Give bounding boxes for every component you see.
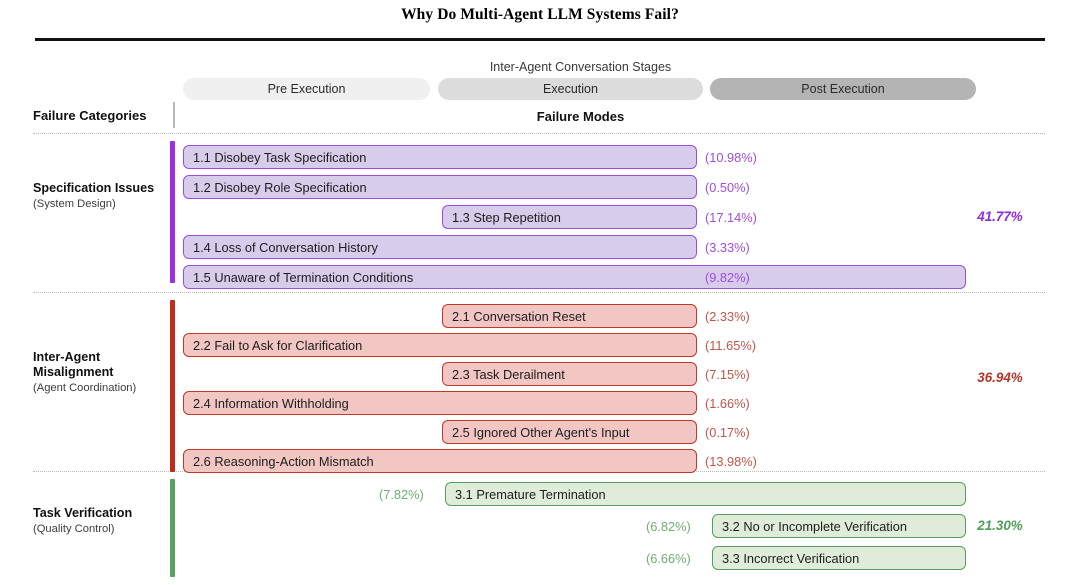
failure-mode-pct-2-6: (13.98%): [705, 453, 757, 469]
category-label-1: Specification Issues (System Design): [33, 181, 167, 212]
failure-mode-pct-1-1: (10.98%): [705, 149, 757, 165]
stage-pill-post-execution: Post Execution: [710, 78, 976, 100]
failure-mode-label-2-1: 2.1 Conversation Reset: [452, 308, 586, 324]
failure-mode-label-2-5: 2.5 Ignored Other Agent's Input: [452, 424, 630, 440]
failure-mode-bar-2-6[interactable]: 2.6 Reasoning-Action Mismatch: [183, 449, 697, 473]
failure-mode-pct-2-4: (1.66%): [705, 395, 750, 411]
failure-mode-label-1-2: 1.2 Disobey Role Specification: [193, 179, 367, 195]
failure-mode-pct-1-5: (9.82%): [705, 269, 750, 285]
failure-mode-pct-1-4: (3.33%): [705, 239, 750, 255]
category-subtitle-1: (System Design): [33, 198, 116, 210]
title-rule: [35, 38, 1045, 41]
failure-mode-pct-1-3: (17.14%): [705, 209, 757, 225]
header-divider: [173, 102, 175, 128]
failure-mode-bar-1-2[interactable]: 1.2 Disobey Role Specification: [183, 175, 697, 199]
category-task-verification: Task Verification (Quality Control) 3.1 …: [0, 471, 1080, 585]
category-name-2: Inter-Agent Misalignment: [33, 350, 114, 379]
failure-mode-bar-2-1[interactable]: 2.1 Conversation Reset: [442, 304, 697, 328]
failure-mode-label-2-4: 2.4 Information Withholding: [193, 395, 349, 411]
failure-mode-bar-2-5[interactable]: 2.5 Ignored Other Agent's Input: [442, 420, 697, 444]
failure-mode-bar-2-3[interactable]: 2.3 Task Derailment: [442, 362, 697, 386]
failure-mode-pct-1-2: (0.50%): [705, 179, 750, 195]
section-separator-2: [33, 292, 1045, 293]
failure-mode-pct-3-1: (7.82%): [379, 486, 424, 502]
failure-mode-label-1-1: 1.1 Disobey Task Specification: [193, 149, 367, 165]
category-inter-agent-misalignment: Inter-Agent Misalignment (Agent Coordina…: [0, 292, 1080, 473]
stage-pill-execution: Execution: [438, 78, 703, 100]
stage-pill-pre-execution: Pre Execution: [183, 78, 430, 100]
failure-mode-label-1-4: 1.4 Loss of Conversation History: [193, 239, 378, 255]
category-spine-1: [170, 141, 175, 283]
category-spine-2: [170, 300, 175, 472]
failure-mode-bar-3-3[interactable]: 3.3 Incorrect Verification: [712, 546, 966, 570]
failure-mode-bar-1-4[interactable]: 1.4 Loss of Conversation History: [183, 235, 697, 259]
failure-mode-pct-2-1: (2.33%): [705, 308, 750, 324]
failure-mode-pct-2-5: (0.17%): [705, 424, 750, 440]
failure-mode-bar-3-1[interactable]: 3.1 Premature Termination: [445, 482, 966, 506]
failure-modes-label: Failure Modes: [536, 109, 625, 124]
failure-mode-label-2-2: 2.2 Fail to Ask for Clarification: [193, 337, 363, 353]
failure-mode-pct-3-2: (6.82%): [646, 518, 691, 534]
failure-mode-bar-1-1[interactable]: 1.1 Disobey Task Specification: [183, 145, 697, 169]
category-total-3: 21.30%: [977, 518, 1023, 533]
category-label-2: Inter-Agent Misalignment (Agent Coordina…: [33, 350, 167, 396]
failure-mode-bar-1-3[interactable]: 1.3 Step Repetition: [442, 205, 697, 229]
failure-mode-bar-3-2[interactable]: 3.2 No or Incomplete Verification: [712, 514, 966, 538]
category-total-1: 41.77%: [977, 209, 1023, 224]
failure-mode-label-3-1: 3.1 Premature Termination: [455, 486, 606, 502]
failure-mode-pct-2-3: (7.15%): [705, 366, 750, 382]
failure-mode-label-1-5: 1.5 Unaware of Termination Conditions: [193, 269, 414, 285]
category-spine-3: [170, 479, 175, 577]
failure-categories-label: Failure Categories: [33, 108, 147, 123]
category-specification-issues: Specification Issues (System Design) 1.1…: [0, 133, 1080, 292]
category-name-1: Specification Issues: [33, 181, 155, 195]
failure-mode-bar-1-5[interactable]: 1.5 Unaware of Termination Conditions: [183, 265, 966, 289]
stages-caption: Inter-Agent Conversation Stages: [489, 60, 672, 74]
category-name-3: Task Verification: [33, 506, 133, 520]
failure-mode-label-2-3: 2.3 Task Derailment: [452, 366, 565, 382]
failure-mode-label-2-6: 2.6 Reasoning-Action Mismatch: [193, 453, 374, 469]
failure-mode-label-3-2: 3.2 No or Incomplete Verification: [722, 518, 907, 534]
section-separator-1: [33, 133, 1045, 134]
page-title: Why Do Multi-Agent LLM Systems Fail?: [401, 6, 679, 23]
failure-mode-bar-2-4[interactable]: 2.4 Information Withholding: [183, 391, 697, 415]
category-total-2: 36.94%: [977, 370, 1023, 385]
category-label-3: Task Verification (Quality Control): [33, 506, 167, 537]
failure-mode-label-1-3: 1.3 Step Repetition: [452, 209, 561, 225]
category-subtitle-3: (Quality Control): [33, 523, 115, 535]
failure-mode-label-3-3: 3.3 Incorrect Verification: [722, 550, 860, 566]
failure-mode-bar-2-2[interactable]: 2.2 Fail to Ask for Clarification: [183, 333, 697, 357]
failure-mode-pct-3-3: (6.66%): [646, 550, 691, 566]
failure-mode-pct-2-2: (11.65%): [705, 337, 756, 353]
category-subtitle-2: (Agent Coordination): [33, 382, 137, 394]
